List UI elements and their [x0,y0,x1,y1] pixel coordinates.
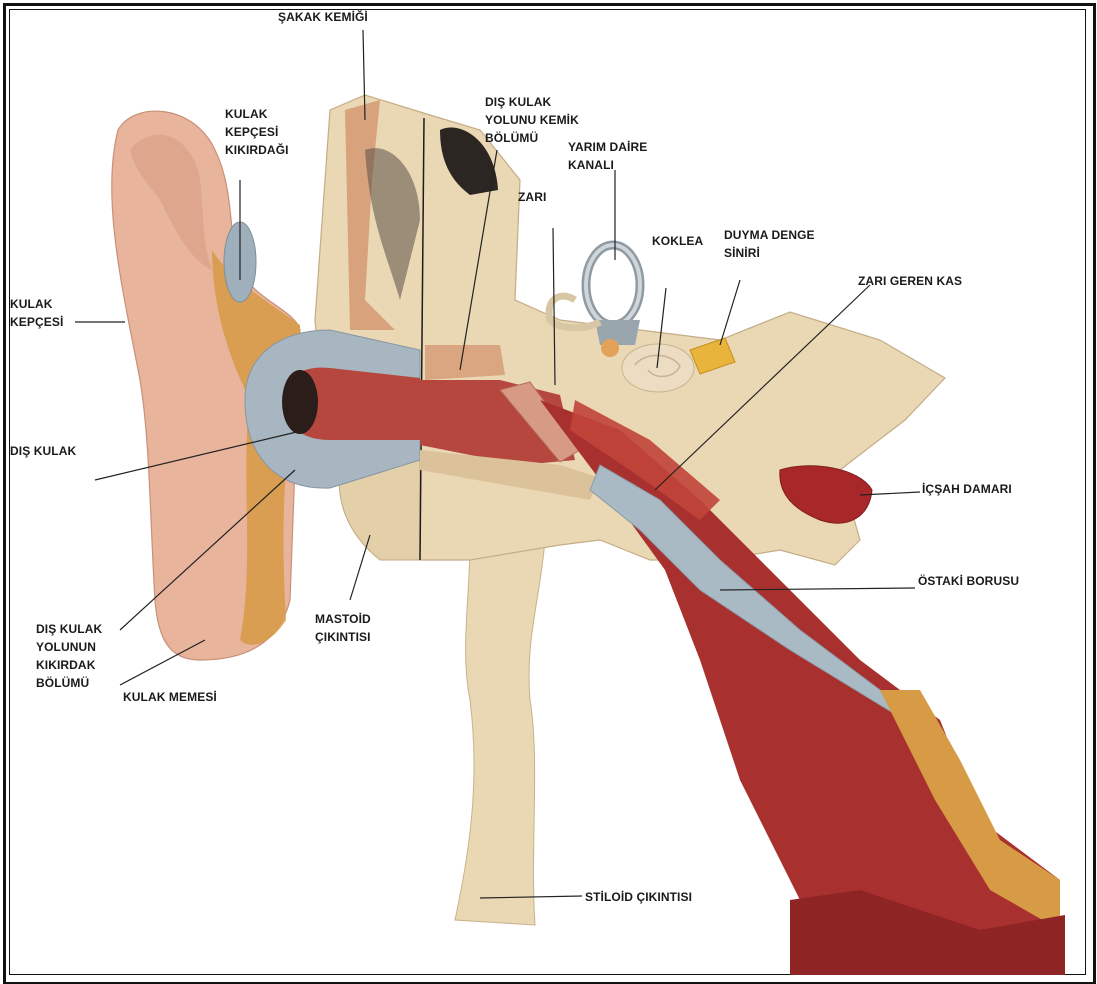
label-mastoid-cikintisi: MASTOİD ÇIKINTISI [315,610,371,646]
label-kulak-memesi: KULAK MEMESİ [123,688,217,706]
ossicle [601,339,619,357]
label-zari: ZARI [518,188,546,206]
label-stiloid-cikintisi: STİLOİD ÇIKINTISI [585,888,692,906]
label-dis-kulak-yolu-kemik: DIŞ KULAK YOLUNU KEMİK BÖLÜMÜ [485,93,579,147]
label-duyma-denge-siniri: DUYMA DENGE SİNİRİ [724,226,815,262]
styloid-process [455,540,545,925]
label-icsah-damari: İÇŞAH DAMARI [922,480,1012,498]
label-yarim-daire-kanali: YARIM DAİRE KANALI [568,138,647,174]
canal-bony-spongy [425,345,505,380]
label-dis-kulak: DIŞ KULAK [10,442,76,460]
label-koklea: KOKLEA [652,232,703,250]
semicircular-canal-inner [586,245,640,325]
label-zari-geren-kas: ZARI GEREN KAS [858,272,962,290]
label-dis-kulak-yolu-kikirdak: DIŞ KULAK YOLUNUN KIKIRDAK BÖLÜMÜ [36,620,102,692]
label-kulak-kepcesi: KULAK KEPÇESİ [10,295,63,331]
label-kulak-kepcesi-kikirdagi: KULAK KEPÇESİ KIKIRDAĞI [225,105,289,159]
cochlea [622,344,694,392]
label-ostaki-borusu: ÖSTAKİ BORUSU [918,572,1019,590]
canal-opening [282,370,318,434]
label-sakak-kemigi: ŞAKAK KEMİĞİ [278,8,368,26]
vestibule [595,320,640,345]
